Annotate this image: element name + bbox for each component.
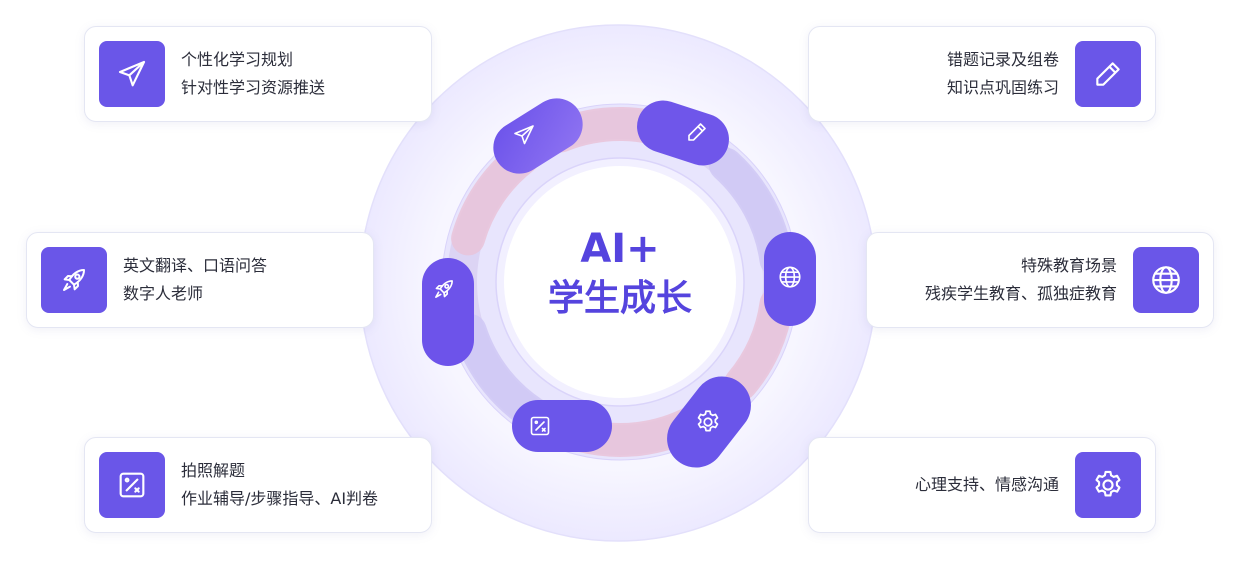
card-mistake-record: 错题记录及组卷 知识点巩固练习 <box>808 26 1156 122</box>
capsule-gear <box>667 376 751 468</box>
card-title: 心理支持、情感沟通 <box>914 475 1059 494</box>
card-title: 英文翻译、口语问答 <box>123 256 268 275</box>
card-title: 特殊教育场景 <box>1020 256 1117 275</box>
card-subtitle: 残疾学生教育、孤独症教育 <box>924 284 1117 303</box>
capsule-rocket <box>422 258 474 366</box>
card-translation: 英文翻译、口语问答 数字人老师 <box>26 232 374 328</box>
card-photo-solve: 拍照解题 作业辅导/步骤指导、AI判卷 <box>84 437 432 533</box>
capsule-percent <box>512 400 612 452</box>
card-mental-support: 心理支持、情感沟通 <box>808 437 1156 533</box>
inner-core <box>504 166 736 398</box>
paper-plane-icon <box>99 41 165 107</box>
card-subtitle: 知识点巩固练习 <box>946 78 1059 97</box>
pencil-icon <box>1075 41 1141 107</box>
globe-icon <box>1133 247 1199 313</box>
capsule-globe <box>764 232 816 326</box>
card-title: 个性化学习规划 <box>181 50 294 69</box>
percent-box-icon <box>99 452 165 518</box>
card-personalized-plan: 个性化学习规划 针对性学习资源推送 <box>84 26 432 122</box>
card-subtitle: 作业辅导/步骤指导、AI判卷 <box>181 489 379 508</box>
center-title-line2: 学生成长 <box>547 278 692 319</box>
card-special-education: 特殊教育场景 残疾学生教育、孤独症教育 <box>866 232 1214 328</box>
capsule-pencil <box>637 100 729 166</box>
card-subtitle: 针对性学习资源推送 <box>181 78 326 97</box>
gear-icon <box>1075 452 1141 518</box>
card-title: 错题记录及组卷 <box>946 50 1059 69</box>
rocket-icon <box>41 247 107 313</box>
center-title-line1: AI+ <box>580 226 660 272</box>
card-subtitle: 数字人老师 <box>123 284 204 303</box>
capsule-paper-plane <box>493 98 583 174</box>
card-title: 拍照解题 <box>181 461 246 480</box>
